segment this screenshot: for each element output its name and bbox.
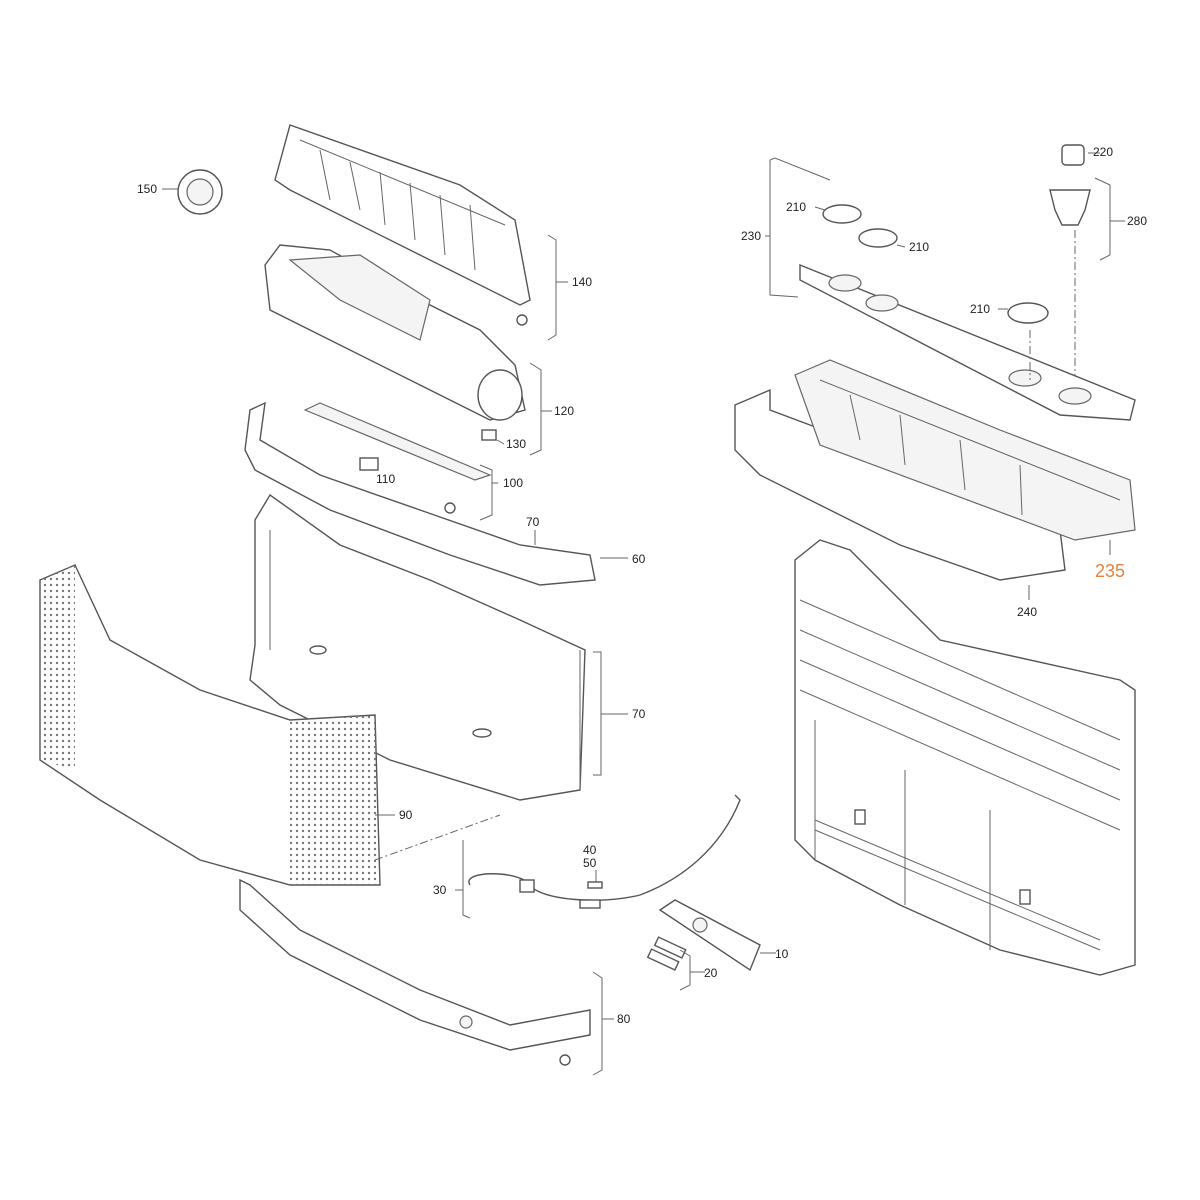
- part-60-trim-and-100-board: [244, 401, 628, 586]
- callout-labels: 150 140 120 130 110 100 70 60 70 90 40 5…: [137, 145, 1147, 1026]
- label-280: 280: [1127, 214, 1147, 228]
- label-210-b: 210: [909, 240, 929, 254]
- label-70-body: 70: [632, 707, 646, 721]
- label-50: 50: [583, 856, 597, 870]
- part-30-wiring: [455, 794, 741, 919]
- label-230: 230: [741, 229, 761, 243]
- part-235-240-fuel-box: [734, 359, 1136, 600]
- label-60: 60: [632, 552, 646, 566]
- label-210-a: 210: [786, 200, 806, 214]
- label-130: 130: [506, 437, 526, 451]
- rear-panel: [794, 539, 1136, 976]
- label-210-c: 210: [970, 302, 990, 316]
- label-100: 100: [503, 476, 523, 490]
- label-10: 10: [775, 947, 789, 961]
- part-120-log-set: [264, 244, 552, 456]
- part-150-knob: [162, 169, 223, 215]
- label-20: 20: [704, 966, 718, 980]
- part-230-top-plate: [765, 157, 1136, 421]
- part-140-back-frame: [274, 124, 568, 341]
- part-20-batteries: [646, 936, 705, 991]
- label-220: 220: [1093, 145, 1113, 159]
- part-80-bottom-trim: [239, 878, 614, 1076]
- label-90: 90: [399, 808, 413, 822]
- part-220-280-knob: [1049, 144, 1125, 395]
- part-10-remote: [658, 899, 776, 972]
- part-90-mesh-screen: [39, 564, 501, 886]
- label-30: 30: [433, 883, 447, 897]
- label-80: 80: [617, 1012, 631, 1026]
- label-120: 120: [554, 404, 574, 418]
- label-240: 240: [1017, 605, 1037, 619]
- label-70-screw: 70: [526, 515, 540, 529]
- label-140: 140: [572, 275, 592, 289]
- label-40: 40: [583, 843, 597, 857]
- label-110: 110: [376, 472, 395, 486]
- label-150: 150: [137, 182, 157, 196]
- label-235-highlighted[interactable]: 235: [1095, 561, 1125, 581]
